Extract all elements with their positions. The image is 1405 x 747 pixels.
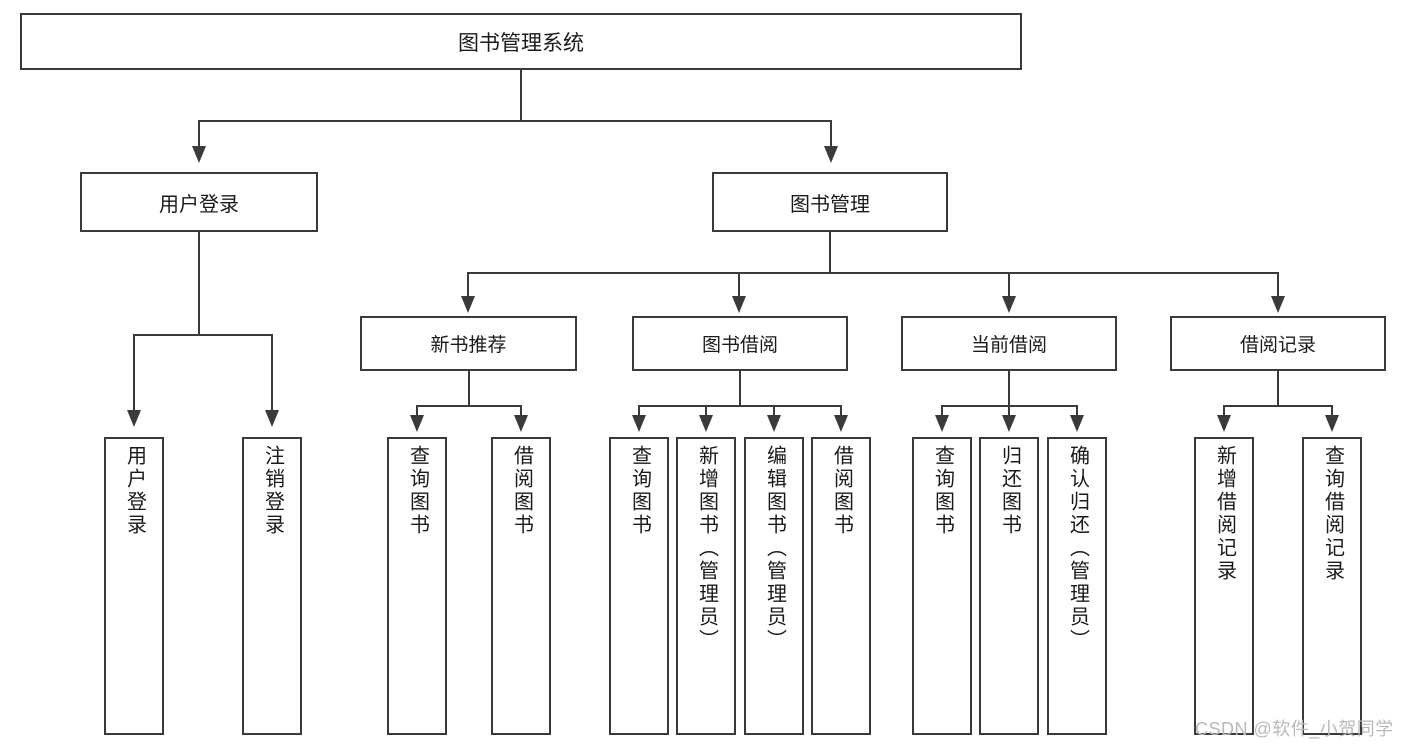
connector-book-mgmt-c1 (467, 272, 469, 298)
arrow-to-current-borrow (1002, 296, 1016, 313)
node-root-label: 图书管理系统 (458, 31, 584, 55)
connector-borrow-record-leaf2 (1331, 405, 1333, 417)
leaf-book-borrow-edit[interactable]: 编辑图书（管理员） (744, 437, 804, 735)
node-user-login-label: 用户登录 (159, 193, 239, 216)
connector-root-to-user-login (198, 120, 200, 148)
leaf-label: 归还图书 (998, 445, 1021, 537)
connector-book-borrow-leaf3 (773, 405, 775, 417)
leaf-current-borrow-return[interactable]: 归还图书 (979, 437, 1039, 735)
arrow-current-borrow-leaf1 (935, 415, 949, 432)
arrow-user-login-leaf1 (127, 410, 141, 427)
arrow-book-borrow-leaf3 (767, 415, 781, 432)
node-book-management[interactable]: 图书管理 (712, 172, 948, 232)
arrow-to-borrow-record (1271, 296, 1285, 313)
connector-current-borrow-stem (1008, 371, 1010, 407)
connector-new-book-leaf2 (520, 405, 522, 417)
arrow-book-borrow-leaf4 (834, 415, 848, 432)
connector-current-borrow-leaf3 (1076, 405, 1078, 417)
connector-current-borrow-leaf1 (941, 405, 943, 417)
leaf-user-login-logout[interactable]: 注销登录 (242, 437, 302, 735)
connector-root-to-book-mgmt (830, 120, 832, 148)
leaf-label: 新增图书（管理员） (695, 445, 718, 652)
node-new-book-recommend[interactable]: 新书推荐 (360, 316, 577, 371)
arrow-new-book-leaf1 (410, 415, 424, 432)
connector-user-login-stem (198, 232, 200, 336)
connector-current-borrow-leaf2 (1008, 405, 1010, 417)
connector-root-bar (198, 120, 832, 122)
leaf-user-login-login[interactable]: 用户登录 (104, 437, 164, 735)
leaf-label: 确认归还（管理员） (1066, 445, 1089, 652)
node-user-login[interactable]: 用户登录 (80, 172, 318, 232)
node-borrow-record[interactable]: 借阅记录 (1170, 316, 1386, 371)
connector-book-mgmt-bar (467, 272, 1278, 274)
node-book-borrow[interactable]: 图书借阅 (632, 316, 848, 371)
leaf-current-borrow-confirm[interactable]: 确认归还（管理员） (1047, 437, 1107, 735)
connector-book-borrow-leaf4 (840, 405, 842, 417)
leaf-label: 查询图书 (406, 445, 429, 537)
node-current-borrow-label: 当前借阅 (970, 335, 1047, 356)
leaf-new-book-borrow[interactable]: 借阅图书 (491, 437, 551, 735)
connector-new-book-leaf1 (416, 405, 418, 417)
leaf-label: 借阅图书 (830, 445, 853, 537)
node-book-borrow-label: 图书借阅 (701, 335, 778, 356)
leaf-label: 查询图书 (628, 445, 651, 537)
connector-book-borrow-leaf1 (638, 405, 640, 417)
connector-borrow-record-bar (1223, 405, 1333, 407)
arrow-borrow-record-leaf1 (1217, 415, 1231, 432)
connector-new-book-stem (468, 371, 470, 407)
arrow-current-borrow-leaf2 (1002, 415, 1016, 432)
leaf-label: 查询借阅记录 (1321, 445, 1344, 583)
connector-book-mgmt-stem (829, 232, 831, 274)
connector-book-borrow-stem (739, 371, 741, 407)
connector-book-borrow-leaf2 (705, 405, 707, 417)
arrow-new-book-leaf2 (514, 415, 528, 432)
connector-book-borrow-bar (638, 405, 842, 407)
leaf-current-borrow-query[interactable]: 查询图书 (912, 437, 972, 735)
leaf-label: 用户登录 (123, 445, 146, 537)
node-book-management-label: 图书管理 (790, 193, 870, 216)
arrow-to-new-book (461, 296, 475, 313)
leaf-label: 注销登录 (261, 445, 284, 537)
connector-book-mgmt-c2 (738, 272, 740, 298)
leaf-borrow-record-add[interactable]: 新增借阅记录 (1194, 437, 1254, 735)
leaf-book-borrow-add[interactable]: 新增图书（管理员） (676, 437, 736, 735)
connector-borrow-record-stem (1277, 371, 1279, 407)
connector-user-login-leaf1 (133, 334, 135, 412)
node-borrow-record-label: 借阅记录 (1239, 335, 1316, 356)
arrow-to-book-borrow (732, 296, 746, 313)
arrow-user-login-leaf2 (265, 410, 279, 427)
connector-new-book-bar (416, 405, 522, 407)
leaf-borrow-record-query[interactable]: 查询借阅记录 (1302, 437, 1362, 735)
leaf-label: 借阅图书 (510, 445, 533, 537)
leaf-book-borrow-borrow[interactable]: 借阅图书 (811, 437, 871, 735)
leaf-label: 编辑图书（管理员） (763, 445, 786, 652)
arrow-book-borrow-leaf2 (699, 415, 713, 432)
node-current-borrow[interactable]: 当前借阅 (901, 316, 1117, 371)
node-root[interactable]: 图书管理系统 (20, 13, 1022, 70)
arrow-root-to-user-login (192, 146, 206, 163)
node-new-book-recommend-label: 新书推荐 (430, 335, 507, 356)
arrow-current-borrow-leaf3 (1070, 415, 1084, 432)
leaf-label: 查询图书 (931, 445, 954, 537)
connector-user-login-leaf2 (271, 334, 273, 412)
connector-book-mgmt-c4 (1277, 272, 1279, 298)
arrow-book-borrow-leaf1 (632, 415, 646, 432)
connector-borrow-record-leaf1 (1223, 405, 1225, 417)
connector-root-stem (520, 70, 522, 122)
leaf-new-book-query[interactable]: 查询图书 (387, 437, 447, 735)
leaf-label: 新增借阅记录 (1213, 445, 1236, 583)
connector-user-login-bar (133, 334, 273, 336)
arrow-root-to-book-mgmt (824, 146, 838, 163)
arrow-borrow-record-leaf2 (1325, 415, 1339, 432)
leaf-book-borrow-query[interactable]: 查询图书 (609, 437, 669, 735)
connector-book-mgmt-c3 (1008, 272, 1010, 298)
